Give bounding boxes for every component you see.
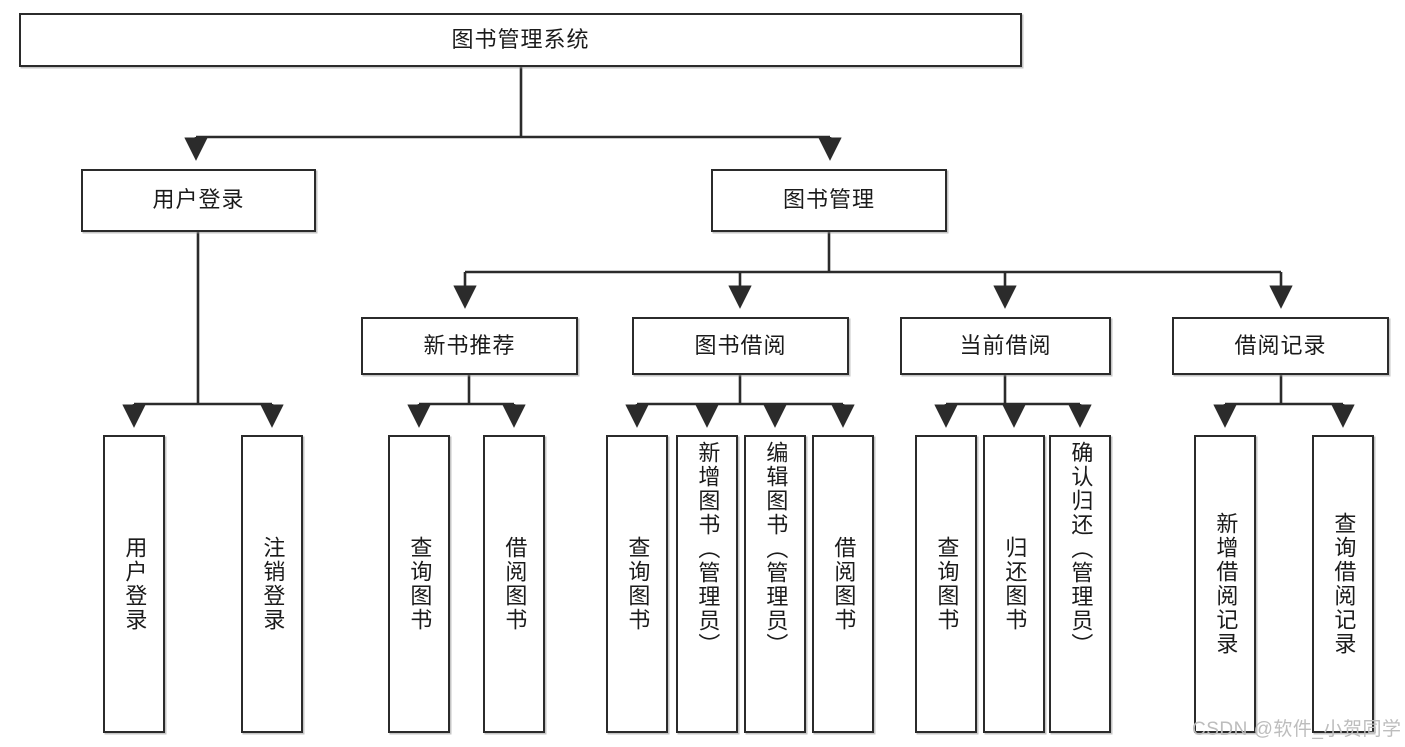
node-book-borrow[interactable]: 图书借阅 xyxy=(632,317,849,375)
leaf-query-borrow-record-label: 查询借阅记录 xyxy=(1331,512,1357,656)
leaf-return-book[interactable]: 归还图书 xyxy=(983,435,1045,733)
node-user-login[interactable]: 用户登录 xyxy=(81,169,316,232)
leaf-user-login-label: 用户登录 xyxy=(122,536,148,632)
leaf-query-borrow-record[interactable]: 查询借阅记录 xyxy=(1312,435,1374,733)
leaf-add-borrow-record-label: 新增借阅记录 xyxy=(1213,512,1239,656)
leaf-add-book-admin[interactable]: 新增图书（管理员） xyxy=(676,435,738,733)
leaf-add-borrow-record[interactable]: 新增借阅记录 xyxy=(1194,435,1256,733)
leaf-user-login[interactable]: 用户登录 xyxy=(103,435,165,733)
node-root[interactable]: 图书管理系统 xyxy=(19,13,1022,67)
leaf-recommend-borrow-book-label: 借阅图书 xyxy=(502,536,528,632)
leaf-borrow-borrow-book-label: 借阅图书 xyxy=(831,536,857,632)
leaf-recommend-query-book-label: 查询图书 xyxy=(407,536,433,632)
leaf-recommend-query-book[interactable]: 查询图书 xyxy=(388,435,450,733)
node-new-book-recommend-label: 新书推荐 xyxy=(423,332,516,358)
leaf-confirm-return-admin-label: 确认归还（管理员） xyxy=(1068,441,1094,657)
leaf-confirm-return-admin[interactable]: 确认归还（管理员） xyxy=(1049,435,1111,733)
node-book-management[interactable]: 图书管理 xyxy=(711,169,947,232)
leaf-return-book-label: 归还图书 xyxy=(1002,536,1028,632)
leaf-logout[interactable]: 注销登录 xyxy=(241,435,303,733)
leaf-add-book-admin-label: 新增图书（管理员） xyxy=(695,441,721,657)
node-current-borrow[interactable]: 当前借阅 xyxy=(900,317,1111,375)
leaf-borrow-query-book[interactable]: 查询图书 xyxy=(606,435,668,733)
node-borrow-record[interactable]: 借阅记录 xyxy=(1172,317,1389,375)
node-borrow-record-label: 借阅记录 xyxy=(1234,332,1327,358)
leaf-recommend-borrow-book[interactable]: 借阅图书 xyxy=(483,435,545,733)
node-root-label: 图书管理系统 xyxy=(451,26,590,52)
leaf-current-query-book[interactable]: 查询图书 xyxy=(915,435,977,733)
node-book-borrow-label: 图书借阅 xyxy=(694,332,787,358)
leaf-edit-book-admin-label: 编辑图书（管理员） xyxy=(763,441,789,657)
leaf-edit-book-admin[interactable]: 编辑图书（管理员） xyxy=(744,435,806,733)
leaf-logout-label: 注销登录 xyxy=(260,536,286,632)
node-current-borrow-label: 当前借阅 xyxy=(959,332,1052,358)
node-new-book-recommend[interactable]: 新书推荐 xyxy=(361,317,578,375)
leaf-current-query-book-label: 查询图书 xyxy=(934,536,960,632)
node-user-login-label: 用户登录 xyxy=(152,187,245,213)
leaf-borrow-query-book-label: 查询图书 xyxy=(625,536,651,632)
node-book-management-label: 图书管理 xyxy=(782,187,875,213)
watermark-text: CSDN @软件_小贺同学 xyxy=(1192,719,1402,740)
leaf-borrow-borrow-book[interactable]: 借阅图书 xyxy=(812,435,874,733)
